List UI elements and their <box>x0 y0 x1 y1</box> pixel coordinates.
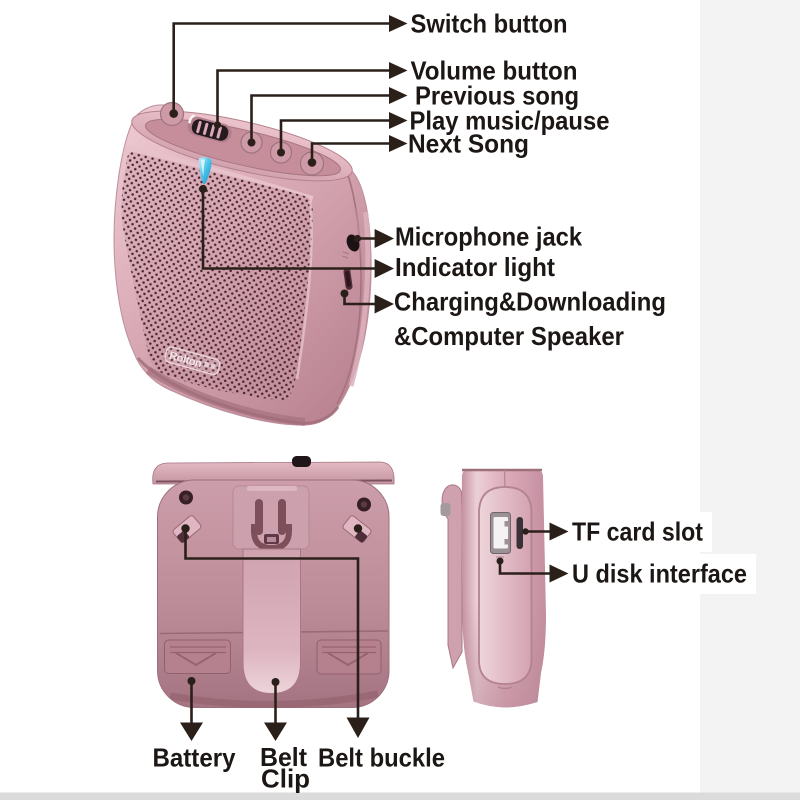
svg-text:Next Song: Next Song <box>408 129 529 159</box>
svg-text:Belt: Belt <box>260 742 307 772</box>
svg-text:Volume button: Volume button <box>411 56 578 86</box>
svg-text:U disk interface: U disk interface <box>572 559 747 589</box>
svg-text:&Computer Speaker: &Computer Speaker <box>394 321 624 351</box>
svg-text:Indicator light: Indicator light <box>395 252 555 282</box>
svg-text:Play music/pause: Play music/pause <box>410 106 610 136</box>
svg-text:Switch button: Switch button <box>411 9 568 39</box>
svg-text:Belt buckle: Belt buckle <box>318 743 445 773</box>
svg-text:TF card slot: TF card slot <box>572 517 703 547</box>
svg-text:Clip: Clip <box>261 764 310 794</box>
svg-text:Battery: Battery <box>153 743 236 773</box>
svg-text:Microphone jack: Microphone jack <box>395 222 582 252</box>
svg-text:Previous song: Previous song <box>415 81 579 111</box>
svg-text:Charging&Downloading: Charging&Downloading <box>394 287 666 317</box>
